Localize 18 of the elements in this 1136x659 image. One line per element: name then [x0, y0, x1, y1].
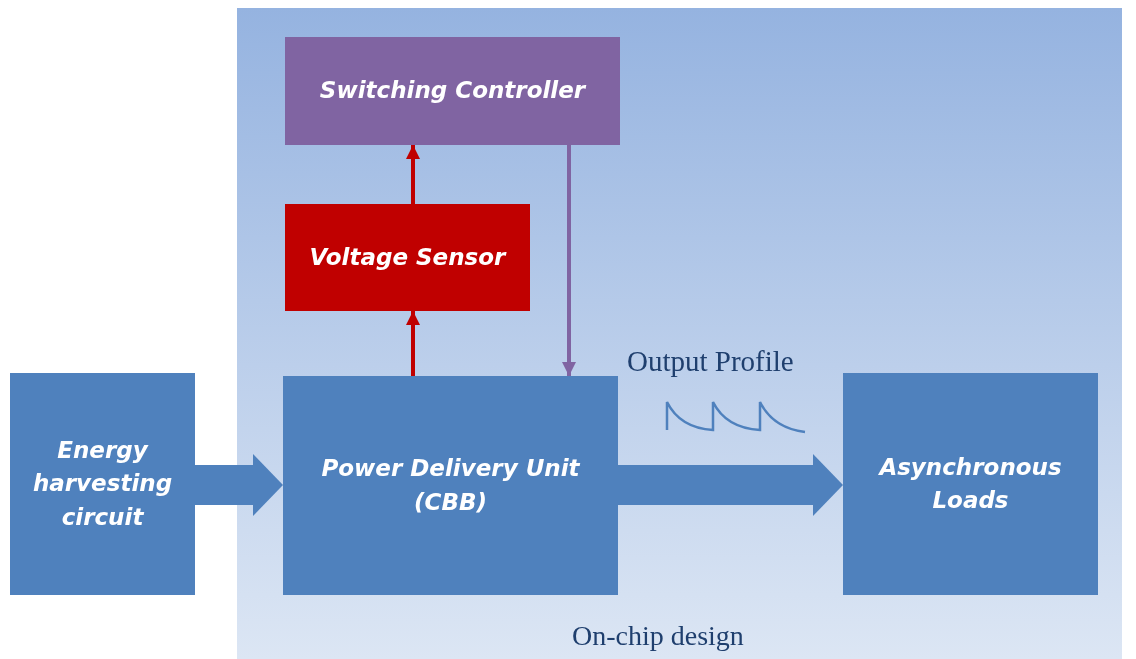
region-panel [237, 8, 1122, 659]
arrow [562, 145, 576, 376]
arrow [406, 145, 420, 204]
process-box [283, 376, 618, 595]
node-label: Power Delivery Unit (CBB) [320, 454, 581, 517]
annotation-label: Output Profile [627, 345, 794, 378]
process-box [843, 373, 1098, 595]
node-label: Asynchronous Loads [877, 452, 1063, 515]
node-label: Voltage Sensor [309, 242, 506, 272]
block-arrow [195, 454, 283, 516]
block-arrow [618, 454, 843, 516]
process-box [285, 37, 620, 145]
node-label: Switching Controller [319, 76, 586, 106]
arrow [406, 311, 420, 376]
region-label: On-chip design [572, 620, 744, 652]
process-box [10, 373, 195, 595]
process-box [285, 204, 530, 311]
node-label: Energy harvesting circuit [31, 436, 174, 532]
